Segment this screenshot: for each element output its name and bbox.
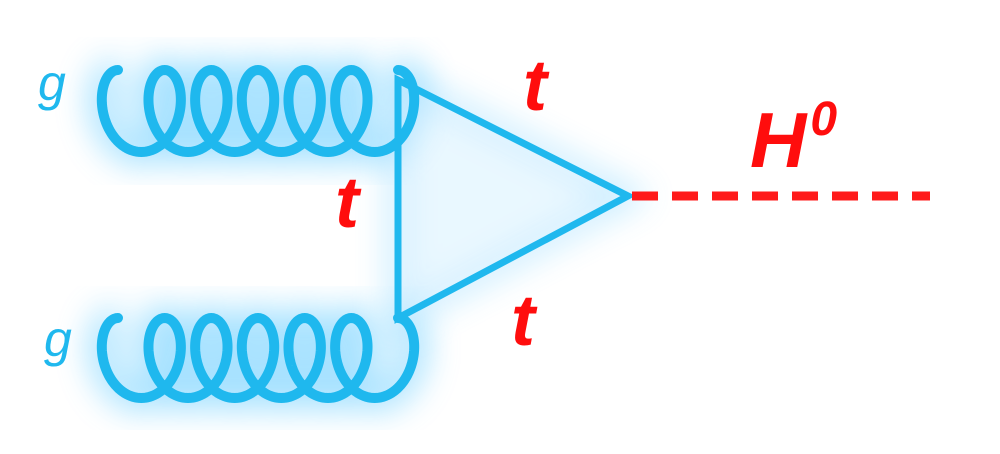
higgs-superscript: 0 xyxy=(810,93,837,146)
higgs-symbol: H xyxy=(750,96,808,184)
gluon-line-top xyxy=(96,65,420,157)
higgs-label: H0 xyxy=(750,93,837,184)
top-label-upper: t xyxy=(523,46,550,126)
gluon-label-bottom: g xyxy=(44,311,72,367)
gluon-line-bottom xyxy=(96,313,420,403)
top-label-left: t xyxy=(335,163,362,243)
top-quark-loop xyxy=(394,74,636,324)
gluon-label-top: g xyxy=(38,55,66,111)
top-label-lower: t xyxy=(511,281,538,361)
